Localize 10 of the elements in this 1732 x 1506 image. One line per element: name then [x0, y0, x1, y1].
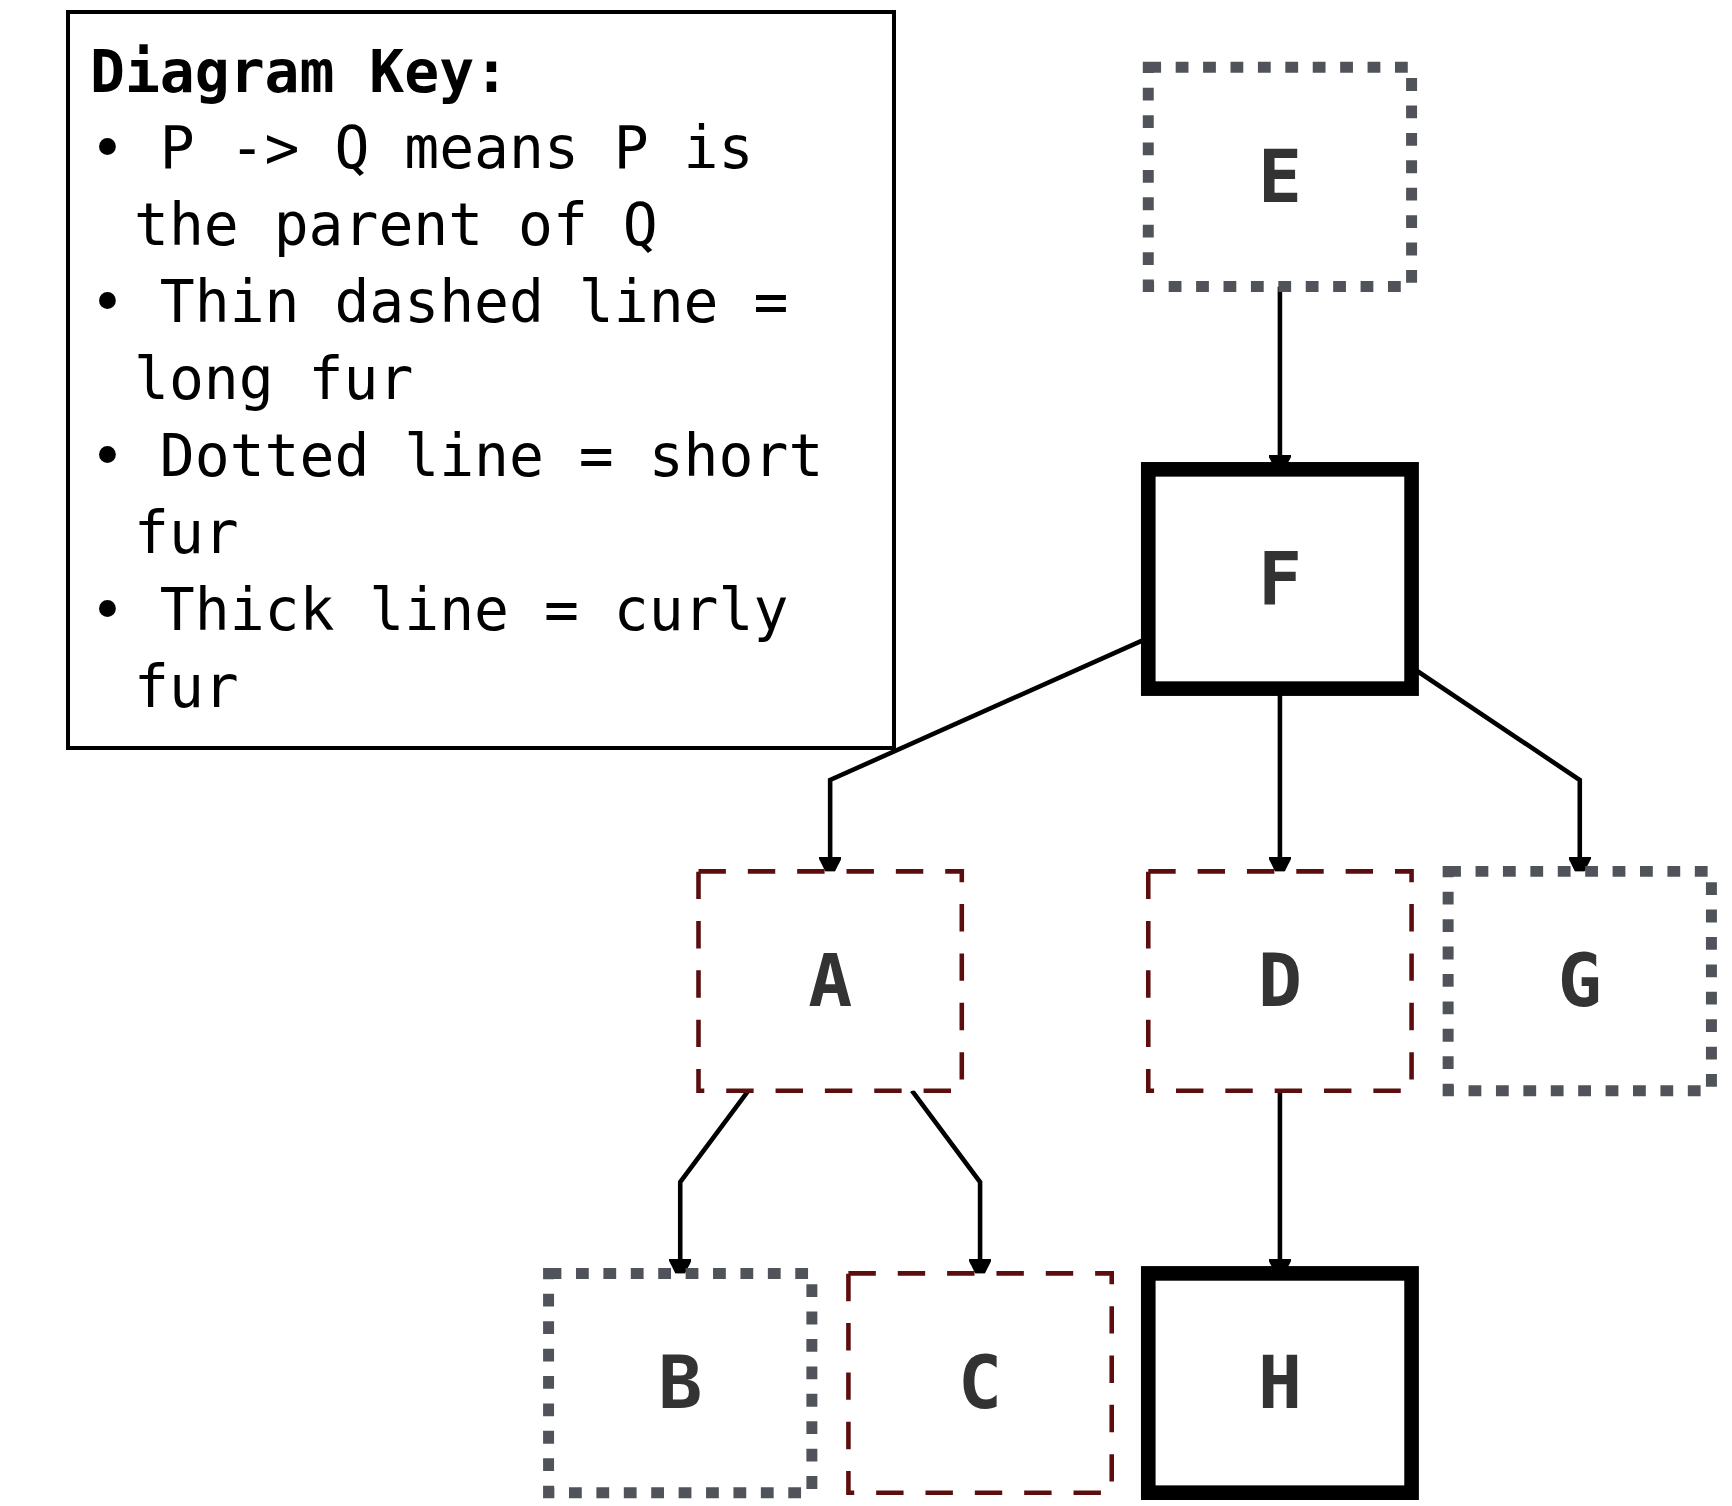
- key-item: • Dotted line = short fur: [90, 421, 825, 569]
- node-box: F: [1140, 462, 1419, 696]
- key-item: • Thick line = curly fur: [90, 575, 790, 723]
- node-box: D: [1146, 869, 1414, 1093]
- node-box: C: [846, 1271, 1114, 1495]
- node-box: A: [696, 869, 965, 1093]
- node-box: H: [1140, 1266, 1419, 1500]
- key-item: • P -> Q means P is the parent of Q: [90, 113, 755, 261]
- key-title: Diagram Key:: [90, 37, 511, 108]
- key-item: • Thin dashed line = long fur: [90, 267, 790, 415]
